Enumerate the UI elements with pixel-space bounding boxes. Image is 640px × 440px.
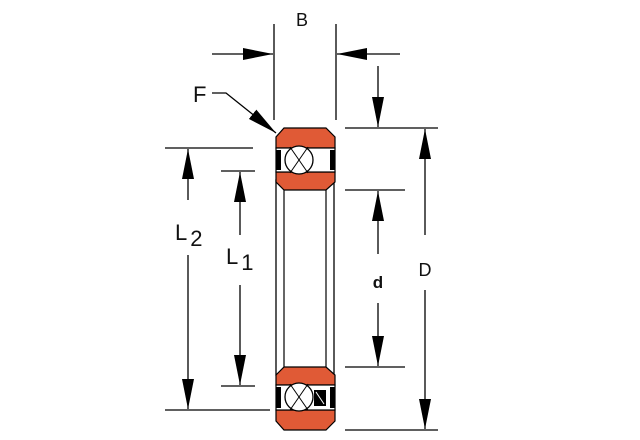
top-ring-section	[275, 127, 336, 191]
label-b: B	[296, 10, 308, 30]
label-outer-diameter: D	[419, 260, 432, 280]
f-leader-arrow	[212, 92, 277, 134]
bearing-cross-section	[275, 127, 336, 431]
bottom-ring-section	[275, 366, 336, 431]
dimension-lines	[165, 24, 438, 431]
label-f: F	[193, 82, 206, 107]
label-bore: d	[373, 273, 383, 292]
